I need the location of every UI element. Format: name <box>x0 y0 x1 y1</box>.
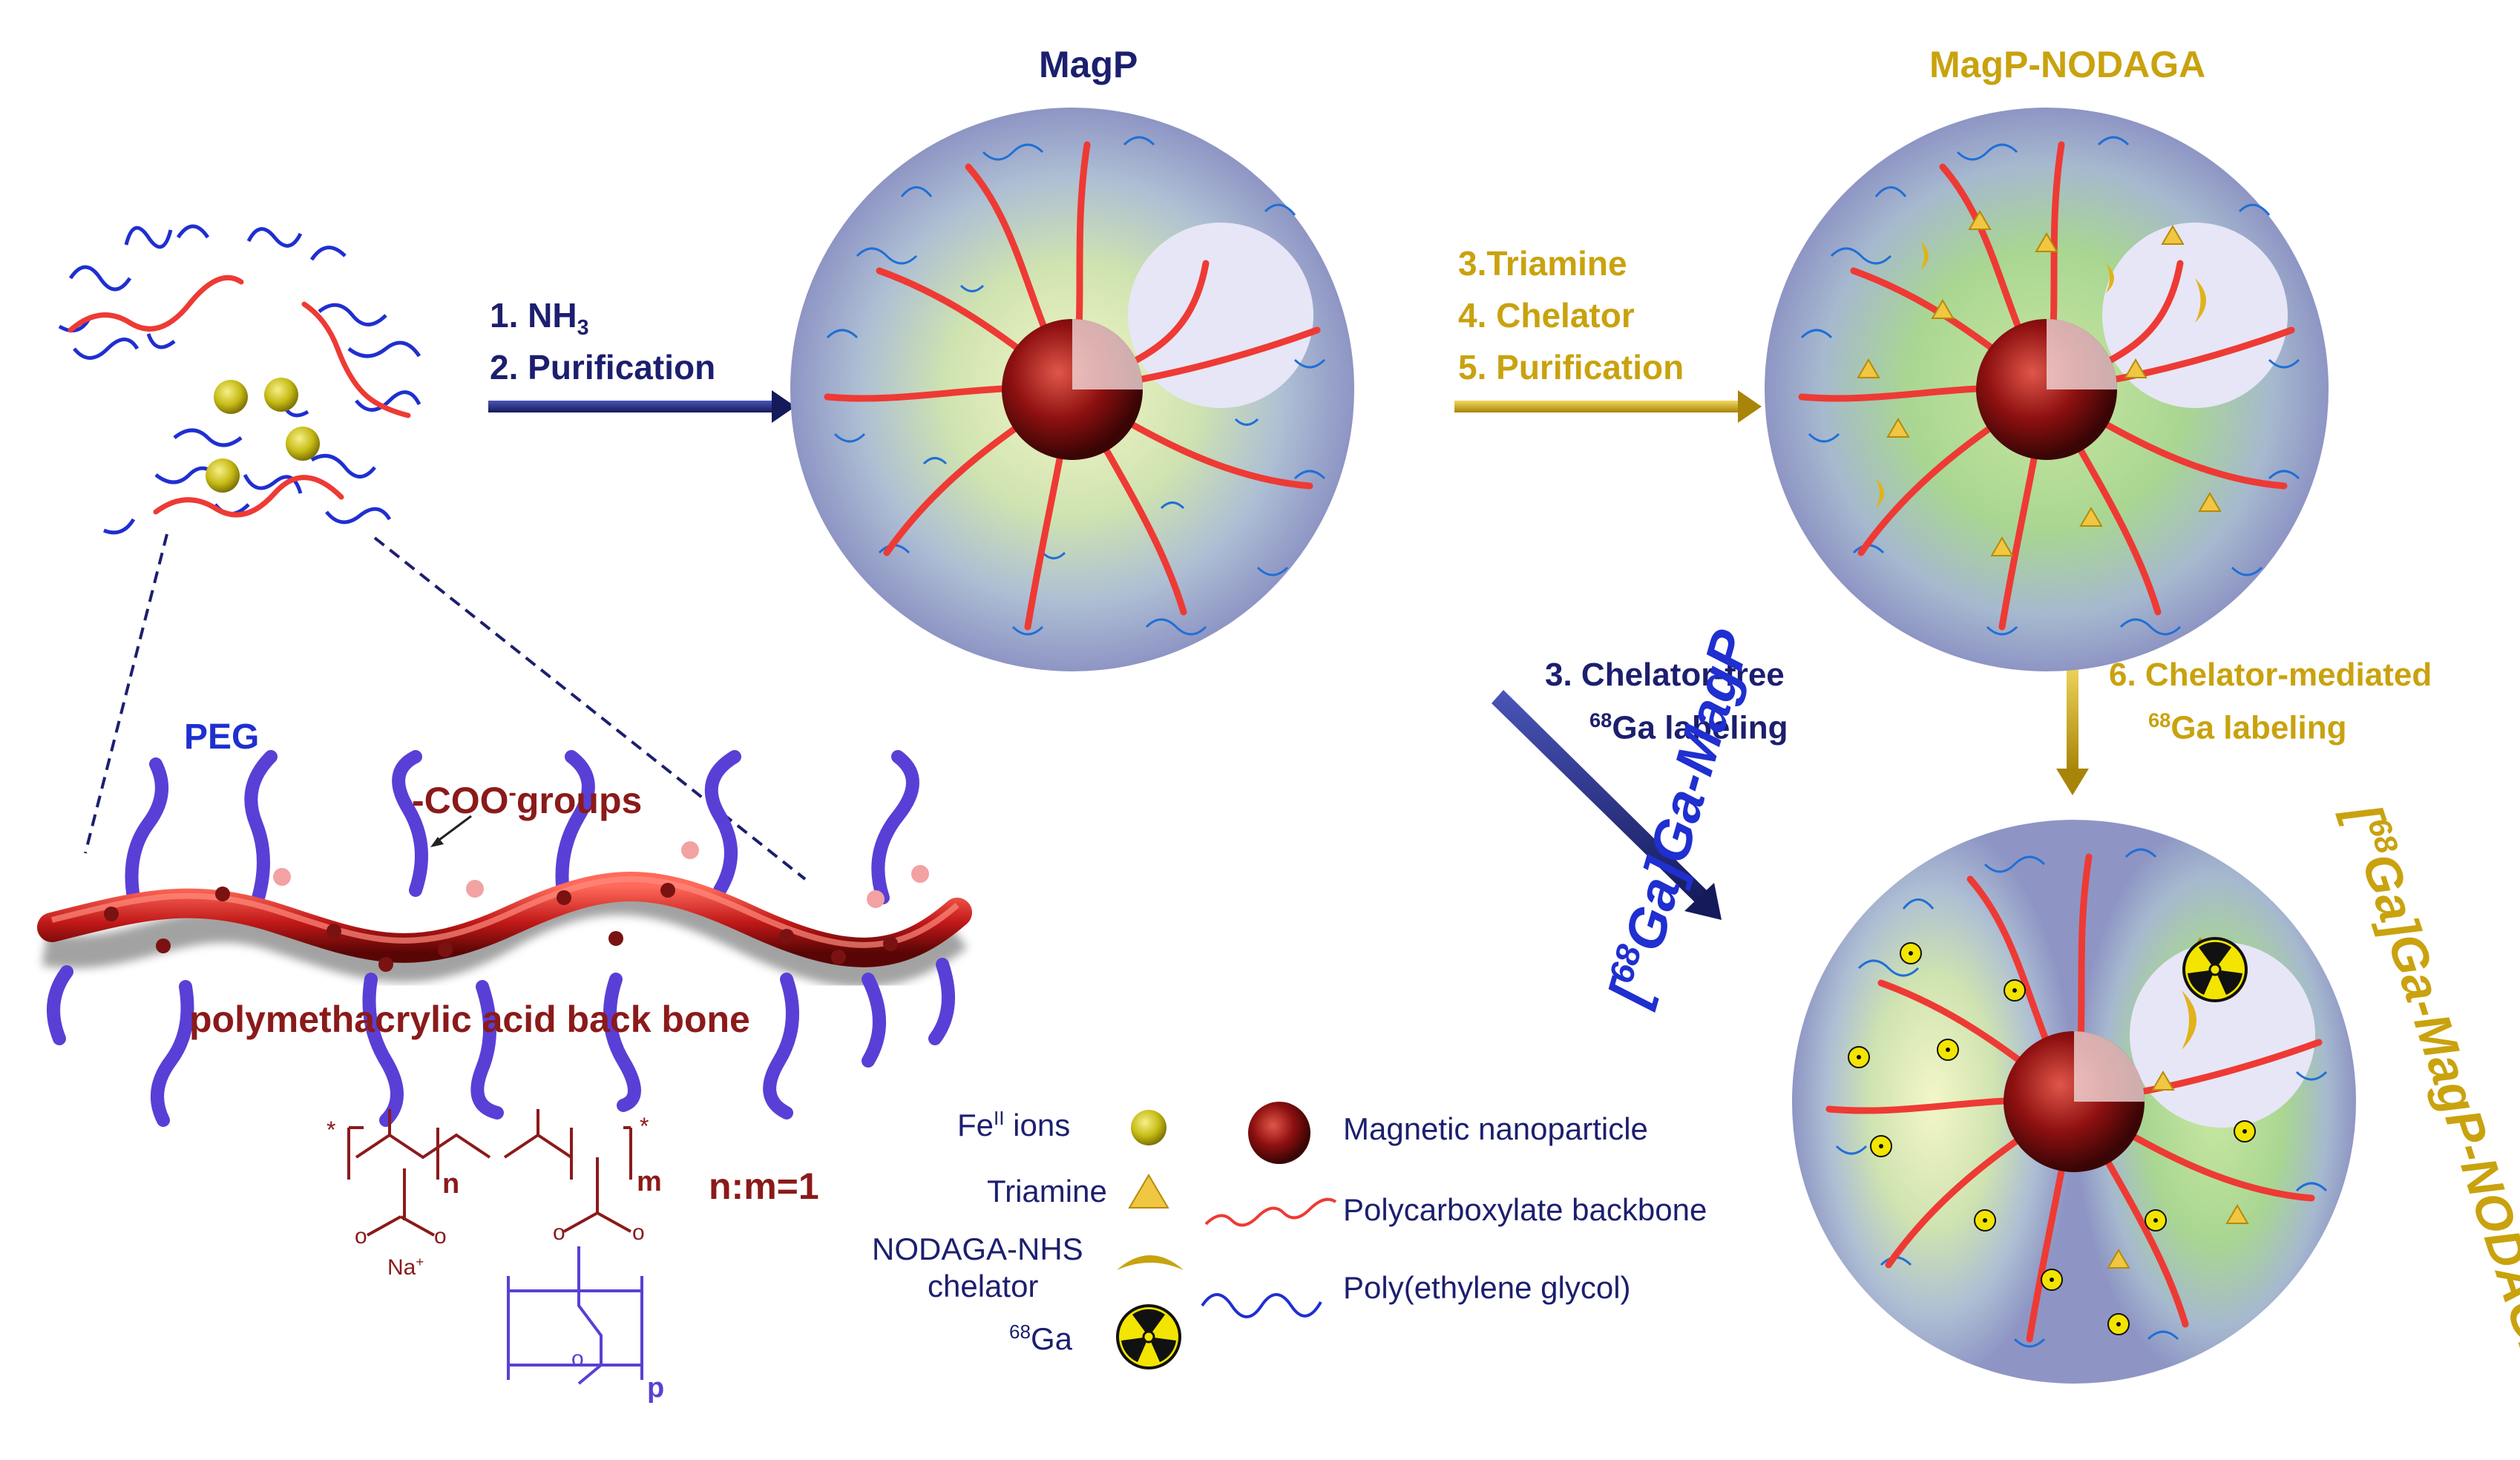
step-1-label: 1. NH3 <box>490 296 589 341</box>
magp-sphere <box>790 108 1354 671</box>
arrow-step-3-5 <box>1454 390 1762 423</box>
title-magp: MagP <box>1039 44 1138 85</box>
struct-n: n <box>442 1168 460 1200</box>
zoom-lines <box>84 533 807 881</box>
legend-peg-icon <box>1201 1293 1322 1318</box>
backbone-helix <box>37 750 972 1127</box>
step-4-label: 4. Chelator <box>1458 296 1635 335</box>
legend-triamine-icon <box>1128 1174 1169 1209</box>
legend-peg-label: Poly(ethylene glycol) <box>1343 1270 1631 1305</box>
legend-ga-icon <box>1116 1304 1181 1369</box>
radioactive-markers <box>1848 942 2256 1335</box>
struct-star-right: * <box>640 1113 649 1140</box>
struct-o-1: o <box>355 1224 367 1249</box>
backbone-label: polymethacrylic acid back bone <box>189 999 750 1040</box>
legend-backbone-icon <box>1204 1197 1337 1227</box>
legend-chelator-icon <box>1117 1255 1184 1270</box>
magp-nodaga-sphere <box>1765 108 2329 671</box>
struct-o-4: o <box>632 1220 645 1245</box>
step-2-label: 2. Purification <box>490 348 716 387</box>
legend-nanoparticle-icon <box>1248 1102 1310 1164</box>
struct-m: m <box>637 1166 662 1197</box>
chelator-free-line2: 68Ga labeling <box>1589 708 1788 746</box>
arrow-step-1-2 <box>488 390 795 423</box>
chelator-mediated-line2: 68Ga labeling <box>2148 708 2347 746</box>
struct-p: p <box>647 1372 665 1404</box>
polymer-cluster <box>58 224 421 535</box>
step-5-label: 5. Purification <box>1458 348 1684 387</box>
legend-symbols <box>1116 1102 1337 1369</box>
struct-o-2: o <box>434 1224 447 1249</box>
legend-ga-label: 68Ga <box>1009 1321 1072 1356</box>
ratio-label: n:m=1 <box>709 1165 819 1207</box>
legend-magnetic-label: Magnetic nanoparticle <box>1343 1111 1648 1146</box>
chelator-mediated-line1: 6. Chelator-mediated <box>2109 657 2432 693</box>
struct-o-3: o <box>553 1220 565 1245</box>
arrow-step-6 <box>2056 660 2089 795</box>
legend-nodaga-line1: NODAGA-NHS <box>872 1232 1083 1266</box>
legend-fe-icon <box>1131 1110 1167 1145</box>
labeled-sphere <box>1792 820 2356 1384</box>
legend-fe-label: FeII ions <box>957 1107 1071 1142</box>
struct-na: Na+ <box>387 1254 424 1280</box>
peg-structure <box>507 1246 643 1385</box>
legend-triamine-label: Triamine <box>987 1174 1107 1209</box>
struct-o-peg: o <box>571 1346 584 1371</box>
coo-groups-label: -COO-groups <box>412 779 643 821</box>
struct-star-left: * <box>327 1117 336 1143</box>
chemical-structure <box>347 1109 632 1237</box>
legend-backbone-label: Polycarboxylate backbone <box>1343 1192 1707 1227</box>
chelator-free-line1: 3. Chelator-free <box>1545 657 1785 693</box>
title-magp-nodaga: MagP-NODAGA <box>1929 44 2206 85</box>
peg-label: PEG <box>184 717 260 757</box>
step-3-label: 3.Triamine <box>1458 244 1627 283</box>
arrow-chelator-free <box>1492 690 1722 920</box>
legend-nodaga-line2: chelator <box>928 1269 1039 1303</box>
